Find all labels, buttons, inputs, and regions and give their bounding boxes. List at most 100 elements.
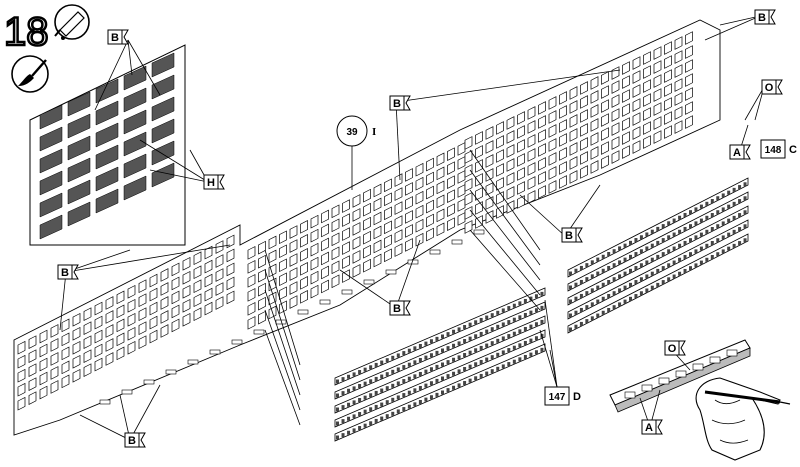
callout-flag-a: A — [641, 419, 663, 435]
grille-cell — [622, 89, 630, 103]
detail-cell — [692, 363, 704, 371]
inset-cell — [151, 74, 175, 100]
inset-cell — [123, 87, 147, 113]
inset-cell — [123, 131, 147, 157]
grille-cell — [171, 276, 180, 291]
grille-cell — [204, 273, 213, 288]
grille-cell — [632, 126, 641, 140]
grille-cell — [601, 71, 609, 85]
grille-cell — [464, 150, 473, 164]
detail-cell — [624, 391, 636, 399]
grille-cell — [138, 293, 147, 307]
grille-cell — [321, 265, 329, 280]
grille-cell — [331, 218, 340, 233]
slot — [451, 239, 463, 245]
leader-line — [127, 39, 161, 96]
inset-cell — [39, 104, 63, 130]
grille-cell — [559, 147, 567, 161]
grille-cell — [204, 301, 213, 316]
grille-cell — [116, 290, 125, 305]
grille-cell — [50, 352, 59, 366]
grille-cell — [405, 196, 413, 210]
leader-line — [544, 299, 558, 388]
leader-line — [264, 269, 301, 381]
grille-cell — [138, 321, 147, 335]
grille-cell — [247, 316, 256, 330]
grille-cell — [415, 218, 424, 233]
grille-cell — [517, 125, 525, 139]
grille-cell — [538, 115, 546, 129]
grille-cell — [204, 259, 213, 274]
grille-cell — [426, 157, 434, 172]
grille-cell — [50, 338, 59, 352]
grille-cell — [475, 187, 483, 201]
part-147-variant: D — [573, 391, 581, 403]
grille-cell — [538, 143, 546, 157]
grille-cell — [352, 250, 361, 264]
grille-cell — [310, 270, 319, 285]
callout-letter: O — [765, 82, 774, 94]
grille-cell — [321, 251, 329, 266]
grille-cell — [279, 230, 287, 245]
inset-cell — [39, 126, 63, 152]
grille-cell — [426, 227, 434, 242]
glue-tube-icon — [54, 4, 90, 40]
grille-cell — [632, 98, 641, 112]
grille-cell — [664, 41, 672, 55]
grille-cell — [149, 273, 158, 288]
grille-cell — [590, 132, 599, 146]
grille-cell — [28, 391, 37, 405]
grille-cell — [310, 228, 319, 243]
grille-cell — [83, 321, 92, 335]
grille-cell — [622, 145, 630, 159]
grille-cell — [247, 260, 256, 274]
leader-line — [264, 289, 301, 396]
callout-flag-b: B — [389, 95, 411, 111]
grille-cell — [685, 87, 693, 101]
grille-cell — [363, 188, 371, 203]
grille-cell — [50, 366, 59, 380]
grille-cell — [611, 94, 620, 108]
grille-cell — [61, 318, 70, 333]
leader-line — [519, 194, 566, 237]
grille-cell — [464, 192, 473, 206]
grille-cell — [204, 245, 213, 260]
grille-cell — [138, 307, 147, 321]
grille-cell — [363, 244, 371, 259]
callout-flag-b: B — [124, 432, 146, 448]
grille-cell — [138, 279, 147, 293]
callout-flag-h: H — [203, 174, 225, 190]
part-39-number: 39 — [346, 127, 358, 138]
inset-cell — [95, 144, 119, 170]
grille-cell — [384, 248, 392, 263]
grille-cell — [632, 84, 641, 98]
grille-cell — [258, 296, 266, 311]
grille-cell — [394, 215, 403, 229]
grille-cell — [622, 131, 630, 145]
grille-cell — [300, 290, 308, 304]
grille-cell — [279, 258, 287, 273]
inset-closeup — [29, 44, 186, 246]
grille-cell — [247, 302, 256, 316]
slot — [231, 339, 243, 345]
inset-cell — [67, 135, 91, 161]
leader-line — [539, 329, 558, 388]
grille-cell — [373, 211, 382, 226]
grille-cell — [127, 312, 136, 327]
grille-cell — [436, 152, 445, 167]
grille-cell — [475, 173, 483, 187]
callout-flag-o: O — [664, 340, 686, 356]
grille-cell — [485, 126, 494, 140]
strip — [567, 219, 749, 320]
grille-cell — [289, 281, 298, 295]
grille-cell — [485, 154, 494, 168]
slot — [385, 269, 397, 275]
grille-cell — [247, 246, 256, 260]
grille-cell — [506, 158, 515, 172]
grille-cell — [17, 368, 26, 383]
inset-cell — [123, 175, 147, 201]
grille-cell — [39, 329, 48, 344]
leader-line — [469, 169, 541, 266]
grille-cell — [506, 186, 515, 200]
inset-cell — [95, 100, 119, 126]
